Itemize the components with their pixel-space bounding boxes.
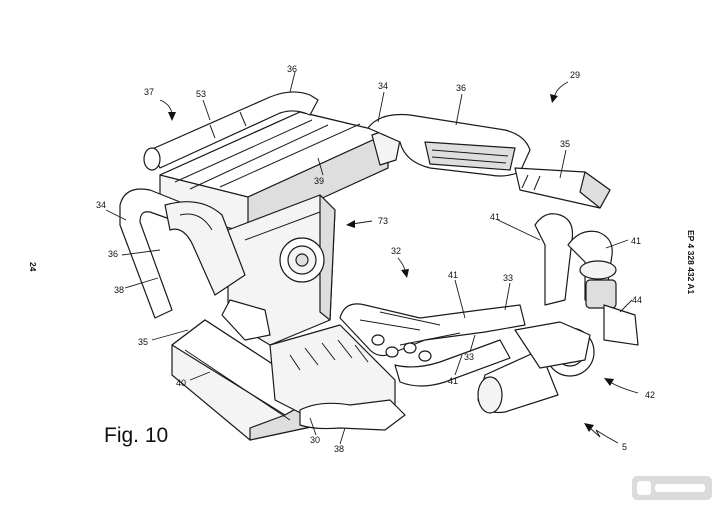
leader-lines (105, 71, 633, 445)
ref-44: 44 (632, 295, 642, 305)
upper-charge-pipe (143, 91, 319, 171)
ref-42: 42 (645, 390, 655, 400)
ref-53: 53 (196, 89, 206, 99)
arrow-32 (397, 257, 409, 278)
arrow-29 (550, 81, 569, 103)
ref-30: 30 (310, 435, 320, 445)
ref-40: 40 (176, 378, 186, 388)
ref-32: 32 (391, 246, 401, 256)
ref-33-a: 33 (503, 273, 513, 283)
reference-numerals: 36 37 53 34 36 29 35 39 73 34 36 38 32 4… (96, 64, 655, 454)
ref-34-left: 34 (96, 200, 106, 210)
ref-29: 29 (570, 70, 580, 80)
right-air-duct (367, 113, 611, 209)
ref-37: 37 (144, 87, 154, 97)
ref-5: 5 (622, 442, 627, 452)
ref-36-mid: 36 (456, 83, 466, 93)
ref-34-top: 34 (378, 81, 388, 91)
ref-35-right: 35 (560, 139, 570, 149)
arrow-37 (159, 99, 176, 121)
patent-number: EP 4 328 432 A1 (686, 230, 696, 295)
ref-35-left: 35 (138, 337, 148, 347)
turbo-pipes (534, 213, 639, 346)
ref-41-d: 41 (448, 376, 458, 386)
ref-33-b: 33 (464, 352, 474, 362)
ref-36-left: 36 (108, 249, 118, 259)
ref-41-b: 41 (631, 236, 641, 246)
ref-38-bottom: 38 (334, 444, 344, 454)
ref-36-top: 36 (287, 64, 297, 74)
turbocharger (477, 321, 595, 414)
exhaust-tubes (339, 303, 526, 387)
arrow-73 (346, 220, 373, 228)
lower-manifold (269, 324, 406, 431)
ref-41-a: 41 (490, 212, 500, 222)
figure-label: Fig. 10 (104, 424, 168, 447)
upper-intercooler (159, 111, 401, 233)
arrow-5 (584, 423, 619, 444)
ref-38-left: 38 (114, 285, 124, 295)
ref-39: 39 (314, 176, 324, 186)
left-pipe-loop (119, 188, 246, 319)
page-number: 24 (28, 262, 38, 272)
watermark-logo (632, 476, 712, 500)
ref-73: 73 (378, 216, 388, 226)
arrow-42 (604, 378, 639, 394)
ref-41-c: 41 (448, 270, 458, 280)
